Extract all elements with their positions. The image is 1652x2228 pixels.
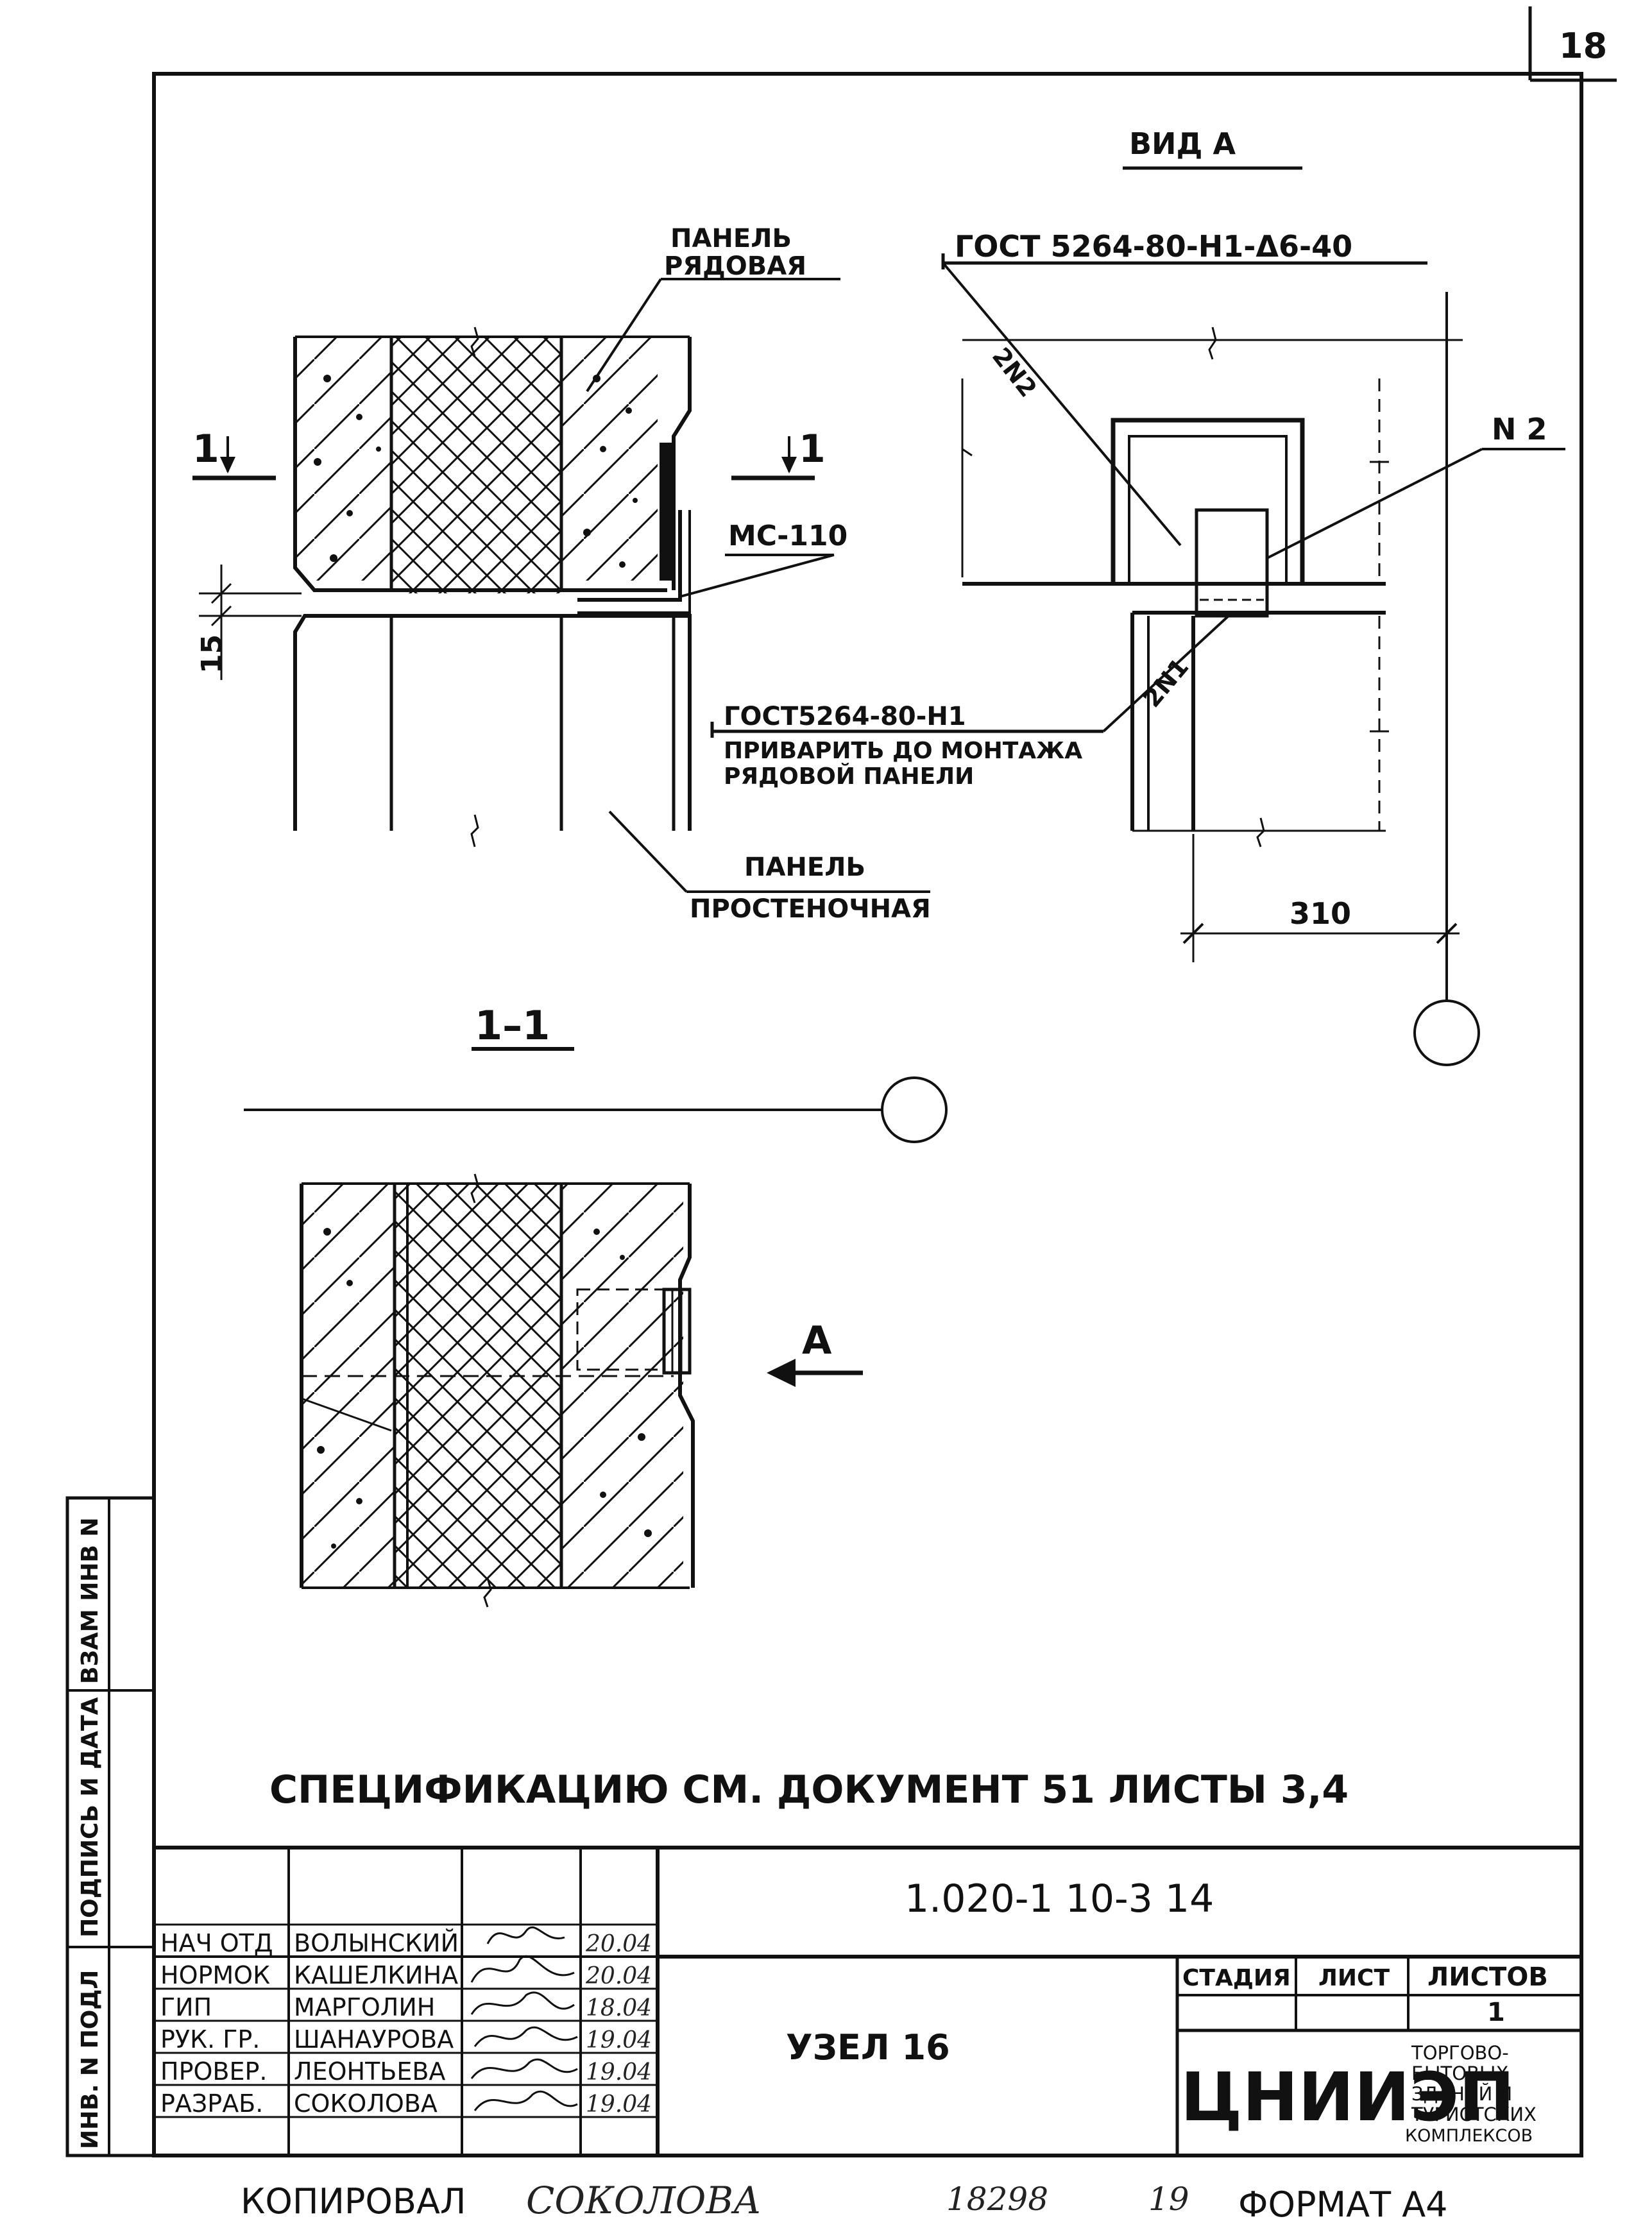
org-desc-5: КОМПЛЕКСОВ: [1405, 2126, 1533, 2146]
row-role-3: РУК. ГР.: [160, 2025, 260, 2054]
label-panel-row-1: ПАНЕЛЬ: [670, 224, 792, 253]
org-desc-2: БЫТОВЫХ: [1411, 2062, 1508, 2084]
side-stamp-sign: ПОДПИСЬ И ДАТА: [77, 1697, 103, 1937]
label-mc110: МС-110: [728, 520, 847, 552]
row-date-2: 18.04: [586, 1995, 652, 2021]
axis-bubble-right: [1413, 999, 1480, 1066]
doc-code: 1.020-1 10-3 14: [905, 1876, 1214, 1921]
footer-order: 18298: [946, 2181, 1048, 2218]
weld-note-1: ПРИВАРИТЬ ДО МОНТАЖА: [724, 738, 1082, 764]
view-a: ВИД А ГОСТ 5264-80-Н1-Δ6-40 2N2: [710, 126, 1565, 1066]
footer-copier: СОКОЛОВА: [526, 2179, 762, 2222]
row-date-0: 20.04: [585, 1931, 652, 1957]
label-panel-pier-1: ПАНЕЛЬ: [744, 853, 865, 882]
axis-bubble-left: [881, 1076, 948, 1143]
row-role-0: НАЧ ОТД: [160, 1929, 273, 1957]
side-stamp-vzam: ВЗАМ ИНВ N: [77, 1517, 103, 1684]
side-stamp-inv: ИНВ. N ПОДЛ: [77, 1970, 103, 2149]
panel-vertical-section: 15 1 1: [192, 278, 930, 893]
footer-num: 19: [1148, 2181, 1189, 2218]
arrow-a-label: А: [802, 1318, 832, 1363]
row-role-4: ПРОВЕР.: [160, 2057, 267, 2086]
weld-2n1: 2N1: [1137, 653, 1194, 713]
row-date-3: 19.04: [586, 2027, 652, 2054]
stage-header: СТАДИЯ: [1182, 1965, 1291, 1991]
label-panel-pier-2: ПРОСТЕНОЧНАЯ: [690, 894, 931, 924]
label-n2: N 2: [1492, 412, 1547, 446]
weld-note-2: РЯДОВОЙ ПАНЕЛИ: [724, 763, 974, 790]
view-a-title: ВИД А: [1129, 126, 1236, 161]
page-number-box: 18: [1528, 6, 1617, 82]
row-date-5: 19.04: [586, 2091, 652, 2118]
footer: КОПИРОВАЛ СОКОЛОВА 18298 19 ФОРМАТ А4: [241, 2179, 1448, 2225]
row-role-5: РАЗРАБ.: [160, 2089, 263, 2118]
row-name-4: ЛЕОНТЬЕВА: [294, 2057, 445, 2086]
gap-dimension: 15: [196, 634, 228, 674]
org-desc-4: ТУРИСТСКИХ: [1411, 2104, 1537, 2125]
drawing-name: УЗЕЛ 16: [786, 2027, 950, 2068]
row-name-3: ШАНАУРОВА: [294, 2025, 454, 2054]
cut-mark-left: 1: [192, 427, 219, 472]
org-name: ЦНИИЭП: [1180, 2058, 1515, 2136]
title-block: СТАДИЯ ЛИСТ ЛИСТОВ 1 ЦНИИЭП ТОРГОВО- БЫТ…: [154, 1846, 1581, 2156]
org-desc-3: ЗДАНИЙ И: [1411, 2083, 1512, 2105]
row-name-2: МАРГОЛИН: [294, 1993, 435, 2021]
spec-note: СПЕЦИФИКАЦИЮ СМ. ДОКУМЕНТ 51 ЛИСТЫ 3,4: [269, 1767, 1349, 1812]
sheets-header: ЛИСТОВ: [1427, 1962, 1548, 1992]
sheet-border: [152, 72, 1583, 2157]
label-panel-row-2: РЯДОВАЯ: [664, 251, 806, 281]
row-name-0: ВОЛЫНСКИЙ: [294, 1929, 459, 1957]
gost-top: ГОСТ 5264-80-Н1-Δ6-40: [955, 229, 1352, 264]
org-desc-1: ТОРГОВО-: [1411, 2042, 1509, 2064]
sheet-header: ЛИСТ: [1318, 1965, 1390, 1991]
row-date-4: 19.04: [586, 2059, 652, 2086]
section-title: 1–1: [475, 1002, 550, 1049]
row-name-1: КАШЕЛКИНА: [294, 1961, 458, 1989]
gost-bottom: ГОСТ5264-80-Н1: [724, 702, 966, 731]
signatures: [470, 1926, 578, 2111]
footer-copied: КОПИРОВАЛ: [241, 2181, 466, 2222]
footer-format: ФОРМАТ А4: [1238, 2184, 1448, 2225]
row-role-1: НОРМОК: [160, 1961, 270, 1989]
dimension-310: 310: [1290, 896, 1351, 931]
sheets-value: 1: [1487, 1998, 1505, 2027]
page-number: 18: [1559, 26, 1607, 66]
cut-mark-right: 1: [799, 427, 826, 472]
row-role-2: ГИП: [160, 1993, 212, 2021]
section-1-1: 1–1 А: [244, 1002, 948, 1608]
row-name-5: СОКОЛОВА: [294, 2089, 438, 2118]
row-date-1: 20.04: [585, 1963, 652, 1989]
signature-rows: НАЧ ОТД ВОЛЫНСКИЙ 20.04 НОРМОК КАШЕЛКИНА…: [160, 1929, 652, 2118]
side-stamp: ИНВ. N ПОДЛ ПОДПИСЬ И ДАТА ВЗАМ ИНВ N: [65, 1496, 156, 2157]
